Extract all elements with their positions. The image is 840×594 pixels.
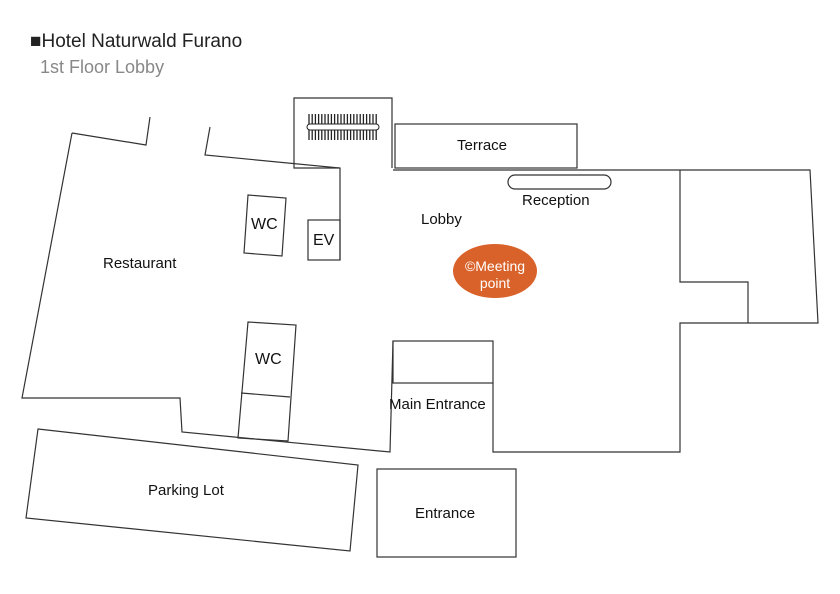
reception-desk bbox=[507, 174, 612, 190]
building-outline bbox=[21, 116, 819, 453]
terrace-room bbox=[394, 123, 578, 169]
label-parking-lot: Parking Lot bbox=[148, 482, 224, 499]
stair-room bbox=[293, 97, 393, 169]
label-restaurant: Restaurant bbox=[103, 255, 177, 272]
parking-lot bbox=[25, 428, 359, 552]
label-lobby: Lobby bbox=[421, 211, 462, 228]
label-terrace: Terrace bbox=[457, 137, 508, 154]
entrance-box bbox=[376, 468, 517, 558]
label-entrance: Entrance bbox=[415, 505, 476, 522]
stairs-icon bbox=[306, 114, 380, 140]
floor-subtitle: 1st Floor Lobby bbox=[40, 57, 165, 77]
meeting-point-line1: ©Meeting bbox=[464, 258, 526, 274]
meeting-point-marker bbox=[453, 244, 537, 298]
meeting-point-line2: point bbox=[479, 275, 511, 291]
label-ev: EV bbox=[313, 232, 335, 249]
label-wc-2: WC bbox=[255, 351, 282, 368]
hotel-title: ■Hotel Naturwald Furano bbox=[30, 31, 242, 53]
label-wc-1: WC bbox=[251, 216, 278, 233]
wc-room-2 bbox=[237, 321, 297, 442]
wc-room-1 bbox=[243, 194, 287, 257]
title-text: Hotel Naturwald Furano bbox=[41, 31, 243, 52]
main-entrance-box bbox=[392, 340, 494, 384]
label-main-entrance: Main Entrance bbox=[389, 396, 486, 413]
label-reception: Reception bbox=[522, 192, 590, 209]
elevator bbox=[307, 219, 341, 261]
bullet: ■ bbox=[30, 31, 42, 52]
right-wing bbox=[679, 170, 749, 323]
